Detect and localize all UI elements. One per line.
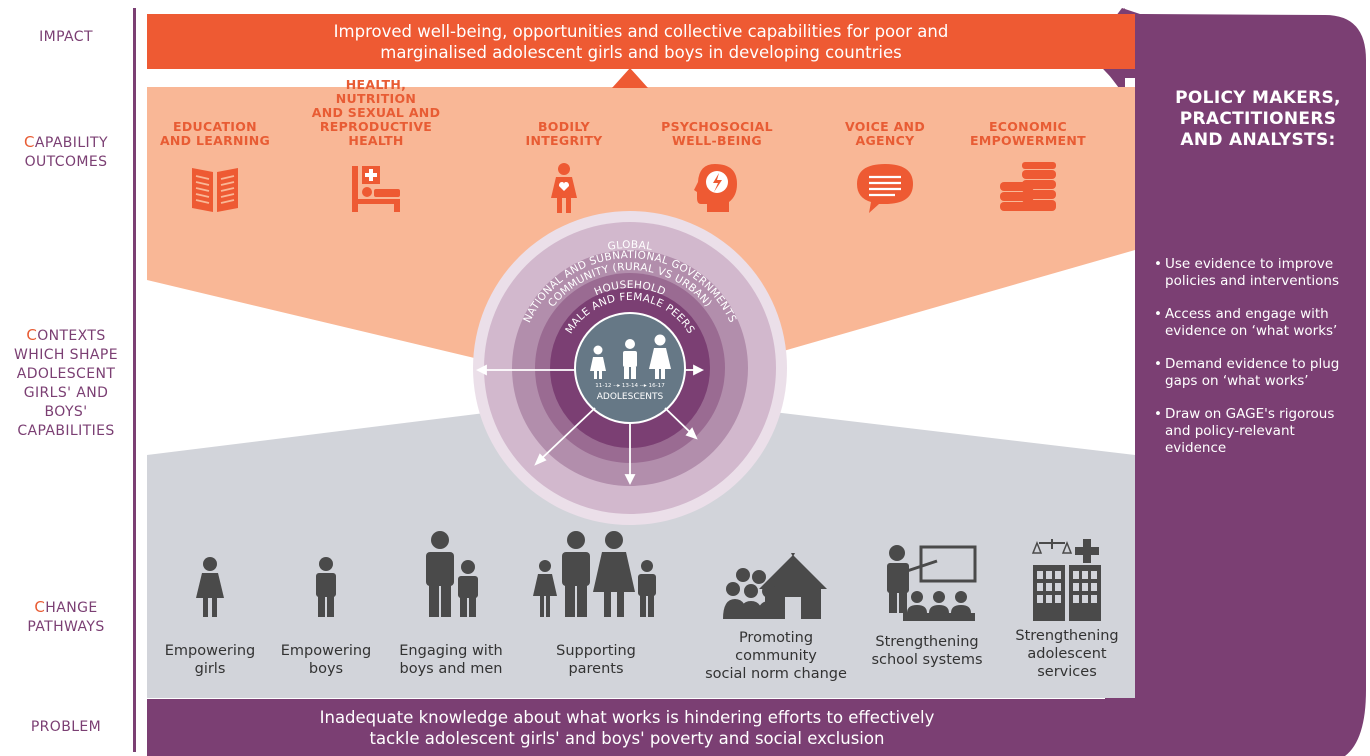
ages-label: 11-12 --▸ 13-14 --▸ 16-17	[595, 383, 665, 389]
audience-bullet: Draw on GAGE's rigorous and policy-relev…	[1154, 406, 1359, 457]
row-divider-line	[133, 8, 136, 752]
row-label-contexts: CONTEXTS WHICH SHAPE ADOLESCENT GIRLS' A…	[14, 326, 118, 439]
row-label-capability: CAPABILITY OUTCOMES	[24, 133, 108, 170]
audience-bullet: Access and engage with evidence on ‘what…	[1154, 306, 1359, 340]
up-arrow	[612, 68, 648, 88]
row-label-change: CHANGE PATHWAYS	[27, 598, 105, 635]
services-building-icon	[1031, 539, 1101, 621]
audience-bullets: Use evidence to improve policies and int…	[1154, 256, 1359, 473]
audience-bullet: Use evidence to improve policies and int…	[1154, 256, 1359, 290]
row-label-problem: PROBLEM	[30, 719, 102, 735]
classroom-icon	[887, 545, 977, 621]
coin-stack-icon	[1000, 162, 1056, 211]
head-brain-icon	[694, 164, 737, 212]
speech-bubble-icon	[857, 164, 913, 213]
connector-arrows	[475, 364, 705, 486]
hospital-bed-icon	[352, 166, 400, 212]
girl-heart-icon	[551, 163, 577, 213]
problem-bar: Inadequate knowledge about what works is…	[147, 699, 1107, 756]
context-rings: GLOBAL NATIONAL AND SUBNATIONAL GOVERNME…	[473, 211, 787, 525]
boy-icon	[316, 557, 336, 617]
book-icon	[192, 168, 238, 212]
audience-bullet: Demand evidence to plug gaps on ‘what wo…	[1154, 356, 1359, 390]
adolescents-figures-icon	[590, 334, 671, 379]
community-icon	[723, 553, 827, 619]
family-icon	[533, 531, 656, 617]
adolescents-label: ADOLESCENTS	[597, 392, 664, 402]
girl-icon	[196, 557, 224, 617]
man-and-boy-icon	[426, 531, 478, 617]
row-label-impact: IMPACT	[39, 29, 93, 45]
impact-bar: Improved well-being, opportunities and c…	[147, 14, 1135, 69]
ring-label-global: GLOBAL	[607, 239, 653, 253]
pathways-region	[147, 395, 1135, 698]
